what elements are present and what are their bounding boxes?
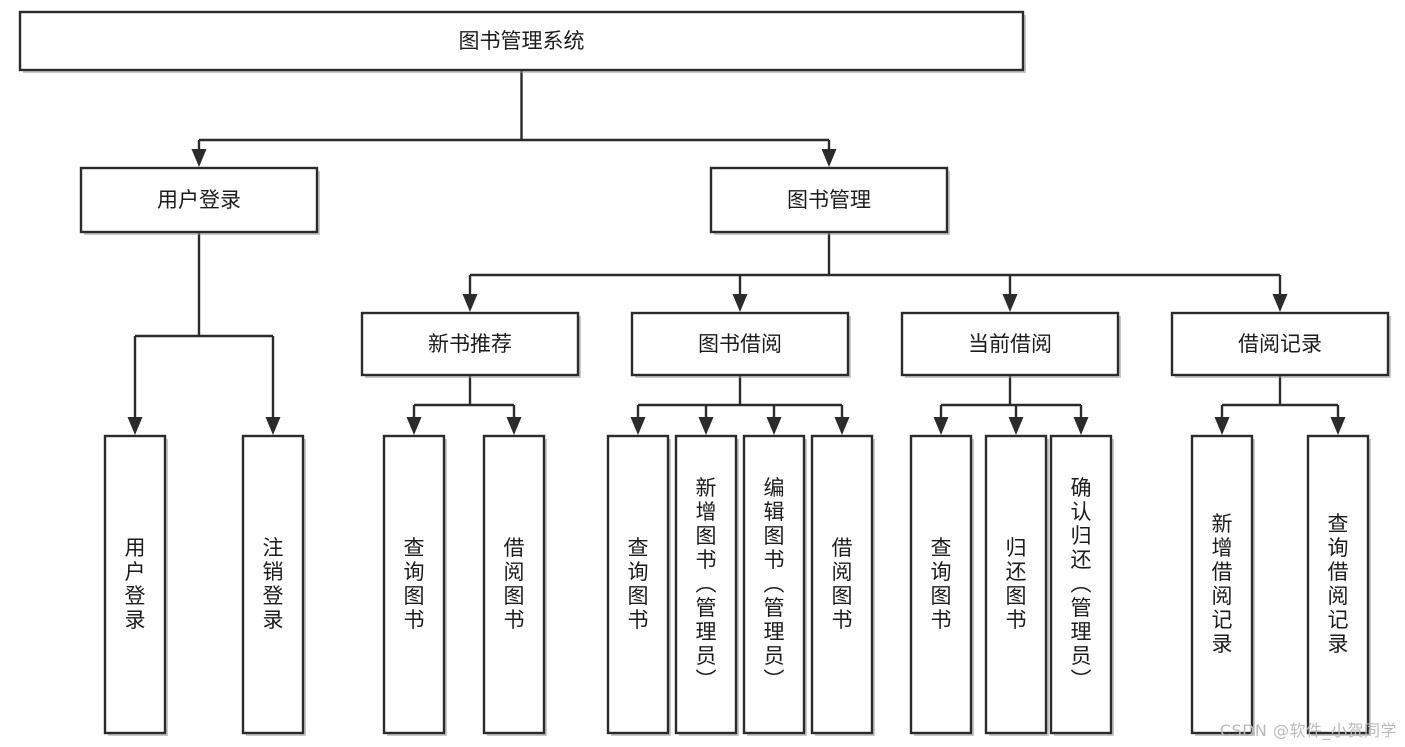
node-box[interactable] — [482, 434, 546, 735]
arrow-head-icon-leaf-user-login — [127, 417, 143, 435]
node-leaf-logout-login[interactable]: 注销登录 — [241, 434, 306, 736]
node-leaf-user-login[interactable]: 用户登录 — [103, 434, 168, 736]
arrow-head-icon-book-borrow — [732, 294, 748, 312]
node-label: 编辑图书︵管理员︶ — [764, 476, 785, 692]
node-label: 借阅图书 — [504, 536, 525, 632]
arrow-head-icon-leaf-logout-login — [265, 417, 281, 435]
node-box[interactable] — [79, 166, 319, 234]
node-label: 新书推荐 — [428, 332, 512, 356]
arrow-head-icon-leaf-confirm-return-admin — [1073, 417, 1089, 435]
node-box[interactable] — [630, 311, 850, 377]
node-box[interactable] — [241, 434, 305, 735]
node-label: 借阅图书 — [832, 536, 853, 632]
node-leaf-add-book-admin[interactable]: 新增图书︵管理员︶ — [674, 434, 739, 736]
node-box[interactable] — [810, 434, 874, 735]
node-label: 查询借阅记录 — [1328, 512, 1349, 656]
node-box[interactable] — [900, 311, 1120, 377]
node-leaf-borrow-books-borrow[interactable]: 借阅图书 — [810, 434, 875, 736]
node-box[interactable] — [103, 434, 167, 735]
arrow-head-icon-leaf-edit-book-admin — [766, 417, 782, 435]
node-current-borrow[interactable]: 当前借阅 — [900, 311, 1121, 378]
node-box[interactable] — [1170, 311, 1390, 377]
node-label: 归还图书 — [1006, 536, 1027, 632]
node-book-borrow[interactable]: 图书借阅 — [630, 311, 851, 378]
node-leaf-edit-book-admin[interactable]: 编辑图书︵管理员︶ — [742, 434, 807, 736]
arrow-head-icon-leaf-return-books — [1008, 417, 1024, 435]
node-label: 图书借阅 — [698, 332, 782, 356]
node-layer: 图书管理系统用户登录图书管理新书推荐图书借阅当前借阅借阅记录用户登录注销登录查询… — [18, 10, 1391, 736]
node-label: 查询图书 — [628, 536, 649, 632]
node-label: 注销登录 — [263, 536, 284, 632]
arrow-head-icon-current-borrow — [1002, 294, 1018, 312]
node-leaf-query-books-current[interactable]: 查询图书 — [909, 434, 974, 736]
arrow-head-icon-leaf-borrow-books-borrow — [834, 417, 850, 435]
node-box[interactable] — [674, 434, 738, 735]
arrow-head-icon-book-management — [821, 149, 837, 167]
node-label: 借阅记录 — [1238, 332, 1322, 356]
node-box[interactable] — [382, 434, 446, 735]
node-label: 当前借阅 — [968, 332, 1052, 356]
arrow-head-icon-new-book-recommend — [462, 294, 478, 312]
node-box[interactable] — [606, 434, 670, 735]
node-leaf-query-books-rec[interactable]: 查询图书 — [382, 434, 447, 736]
arrow-head-icon-user-login — [191, 149, 207, 167]
node-label: 用户登录 — [125, 536, 146, 632]
node-box[interactable] — [360, 311, 580, 377]
node-box[interactable] — [984, 434, 1048, 735]
node-box[interactable] — [1049, 434, 1113, 735]
node-box[interactable] — [742, 434, 806, 735]
node-borrow-records[interactable]: 借阅记录 — [1170, 311, 1391, 378]
node-label: 图书管理 — [787, 188, 871, 212]
node-box[interactable] — [709, 166, 949, 234]
node-box[interactable] — [1190, 434, 1254, 735]
arrow-head-icon-leaf-add-borrow-record — [1214, 417, 1230, 435]
node-leaf-return-books[interactable]: 归还图书 — [984, 434, 1049, 736]
arrow-head-icon-leaf-query-books-current — [933, 417, 949, 435]
arrow-head-icon-leaf-query-borrow-record — [1330, 417, 1346, 435]
node-user-login[interactable]: 用户登录 — [79, 166, 320, 235]
node-box[interactable] — [18, 10, 1025, 72]
node-leaf-add-borrow-record[interactable]: 新增借阅记录 — [1190, 434, 1255, 736]
node-leaf-borrow-books-rec[interactable]: 借阅图书 — [482, 434, 547, 736]
node-leaf-query-books-borrow[interactable]: 查询图书 — [606, 434, 671, 736]
arrow-head-icon-leaf-add-book-admin — [698, 417, 714, 435]
arrow-head-icon-leaf-query-books-borrow — [630, 417, 646, 435]
node-label: 用户登录 — [157, 188, 241, 212]
node-label: 查询图书 — [931, 536, 952, 632]
node-box[interactable] — [1306, 434, 1370, 735]
node-book-management[interactable]: 图书管理 — [709, 166, 950, 235]
node-label: 新增图书︵管理员︶ — [696, 476, 717, 692]
arrow-head-icon-leaf-borrow-books-rec — [506, 417, 522, 435]
node-label: 确认归还︵管理员︶ — [1071, 476, 1092, 692]
arrow-head-icon-leaf-query-books-rec — [406, 417, 422, 435]
node-leaf-confirm-return-admin[interactable]: 确认归还︵管理员︶ — [1049, 434, 1114, 736]
node-box[interactable] — [909, 434, 973, 735]
node-new-book-recommend[interactable]: 新书推荐 — [360, 311, 581, 378]
node-root[interactable]: 图书管理系统 — [18, 10, 1026, 73]
node-label: 图书管理系统 — [459, 29, 585, 53]
node-label: 新增借阅记录 — [1212, 512, 1233, 656]
node-leaf-query-borrow-record[interactable]: 查询借阅记录 — [1306, 434, 1371, 736]
node-label: 查询图书 — [404, 536, 425, 632]
connector-layer — [127, 70, 1346, 435]
arrow-head-icon-borrow-records — [1272, 294, 1288, 312]
